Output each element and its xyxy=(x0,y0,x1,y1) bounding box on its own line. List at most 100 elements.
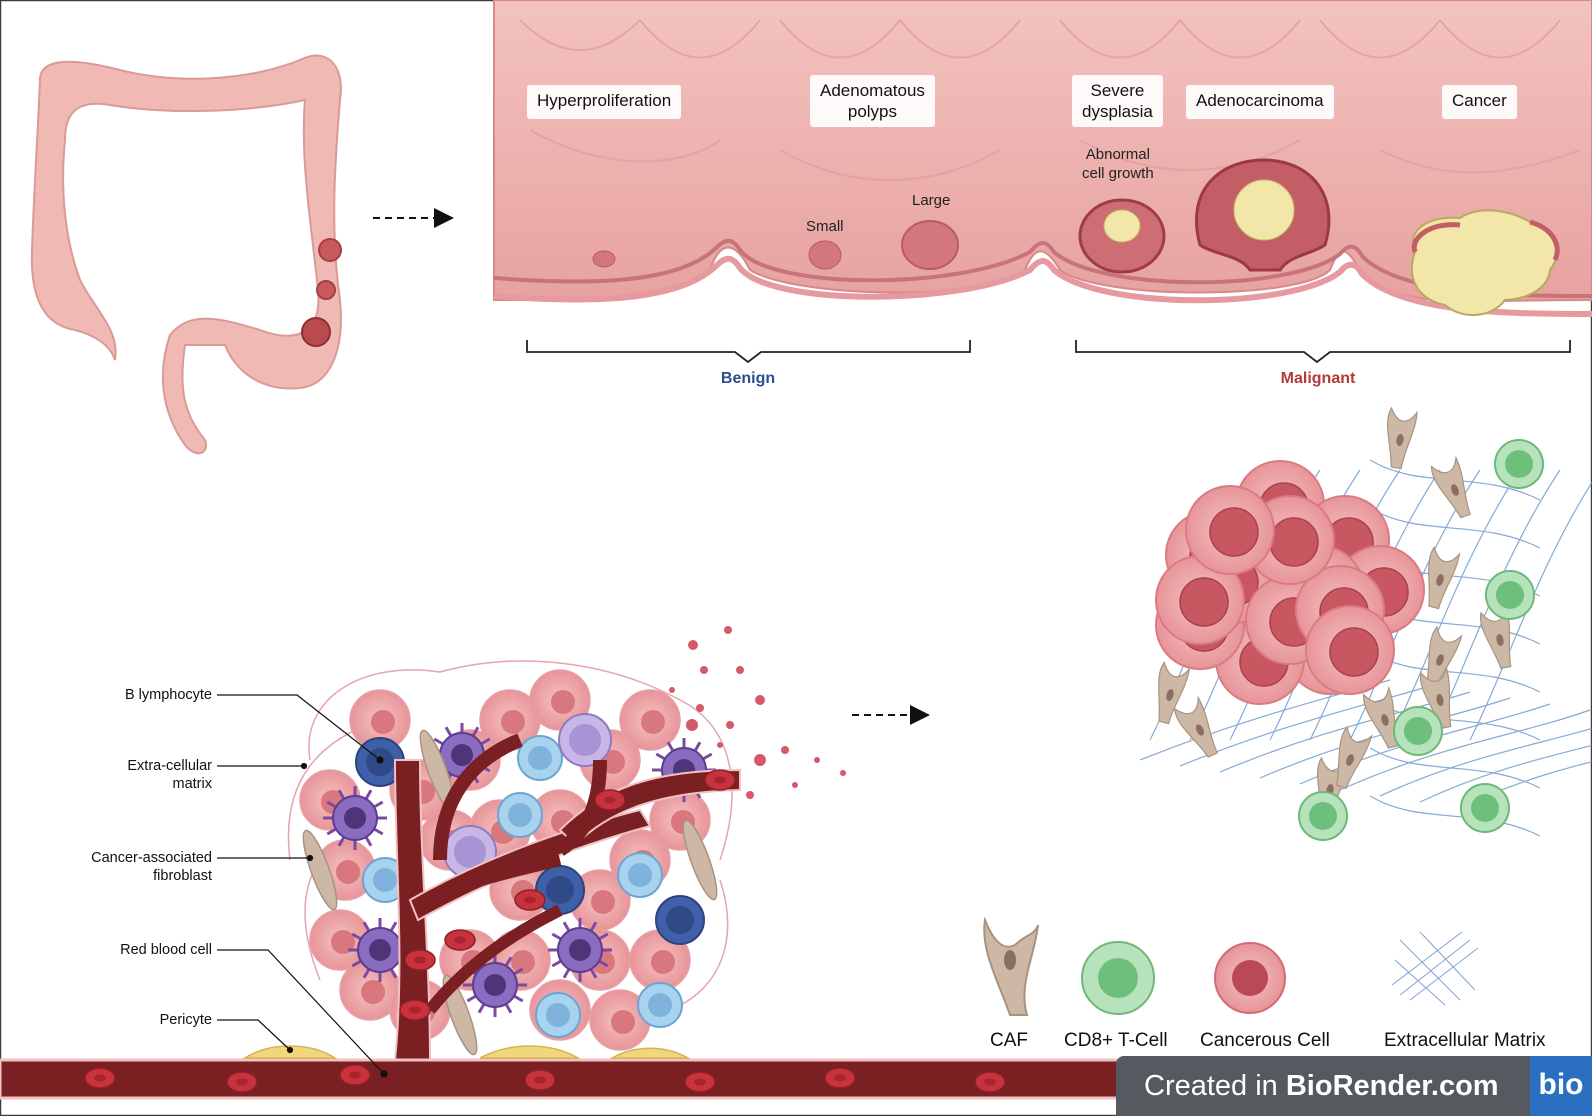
secreted-particle xyxy=(726,721,734,729)
note-line: Abnormal xyxy=(1085,146,1150,163)
stage-text: dysplasia xyxy=(1082,102,1153,121)
caf-nucleus xyxy=(1436,574,1444,586)
benign-bracket xyxy=(526,340,971,364)
caf-nucleus xyxy=(1166,689,1174,701)
red-blood-cell-center xyxy=(94,1074,106,1082)
caf xyxy=(1419,666,1452,729)
secreted-particle xyxy=(754,754,766,766)
t-lymphocyte-nucleus xyxy=(508,803,532,827)
tumor-cell-nucleus xyxy=(1179,577,1229,627)
caf xyxy=(1479,606,1512,669)
secreted-particle xyxy=(755,695,765,705)
ecm-fiber xyxy=(1389,469,1521,741)
cancer-cell-nucleus xyxy=(336,860,360,884)
stage-text: polyps xyxy=(847,102,898,121)
polyp-size-large: Large xyxy=(912,192,951,209)
red-blood-cell-center xyxy=(984,1078,996,1086)
cancer-cell-nucleus xyxy=(511,950,535,974)
malignant-label: Malignant xyxy=(1280,370,1356,387)
watermark-brand: BioRender.com xyxy=(1285,1070,1499,1102)
stage-label-cancer: Cancer xyxy=(1442,85,1517,119)
ecm-fiber xyxy=(1379,727,1592,797)
callout-b-lymphocyte: B lymphocyte xyxy=(125,686,212,704)
tumor-cell-nucleus xyxy=(1329,627,1379,677)
callout-pericyte: Pericyte xyxy=(160,1011,212,1029)
callout-lines xyxy=(217,694,388,1078)
pericyte xyxy=(242,1045,691,1059)
note-line: cell growth xyxy=(1082,165,1154,182)
cancer-cell-nucleus xyxy=(611,1010,635,1034)
caf xyxy=(1335,725,1373,790)
red-blood-cell-center xyxy=(409,1006,421,1014)
legend-label-cancerous-cell: Cancerous Cell xyxy=(1200,1030,1330,1051)
plasma-cell-nucleus xyxy=(454,836,486,868)
secreted-particle xyxy=(840,770,846,776)
secreted-particle xyxy=(686,719,698,731)
cd8-t-cell-nucleus xyxy=(1404,717,1432,745)
polyp-size-small: Small xyxy=(806,218,844,235)
caf-nucleus xyxy=(1381,714,1389,726)
red-blood-cell-center xyxy=(714,776,726,784)
cancer-cell-nucleus xyxy=(371,710,395,734)
callout-text: Red blood cell xyxy=(120,942,212,958)
stage-label-adenomatous-polyps: Adenomatous polyps xyxy=(810,75,935,127)
cancer-cell-nucleus xyxy=(591,890,615,914)
caf-nucleus xyxy=(1436,694,1444,706)
stage-text: Hyperproliferation xyxy=(537,91,672,110)
mucosa-strip xyxy=(493,0,1592,317)
red-blood-cell-center xyxy=(534,1076,546,1084)
ecm-legend-icon xyxy=(1391,931,1479,1006)
benign-label: Benign xyxy=(720,370,776,387)
caf-body xyxy=(1430,455,1471,519)
caf-nucleus xyxy=(1451,484,1459,496)
dendritic-cell xyxy=(463,953,527,1017)
stage-text: Severe xyxy=(1090,81,1145,100)
cancer-cell-nucleus xyxy=(551,690,575,714)
red-blood-cell-center xyxy=(834,1074,846,1082)
cancer-mass xyxy=(1410,209,1560,317)
t-lymphocyte-nucleus xyxy=(373,868,397,892)
dendritic-cell-nucleus xyxy=(569,939,591,961)
secreted-particle xyxy=(792,782,798,788)
callout-text: Cancer-associated xyxy=(91,850,212,866)
t-lymphocyte-nucleus xyxy=(648,993,672,1017)
caf-body xyxy=(1428,546,1461,610)
stage-label-adenocarcinoma: Adenocarcinoma xyxy=(1186,85,1334,119)
callout-extracellular-matrix: Extra-cellular matrix xyxy=(127,757,212,793)
callout-cancer-associated-fibroblast: Cancer-associated fibroblast xyxy=(91,849,212,885)
cancer-associated-fibroblast xyxy=(682,819,718,901)
legend-label-caf: CAF xyxy=(990,1030,1028,1051)
t-lymphocyte-nucleus xyxy=(546,1003,570,1027)
callout-text: matrix xyxy=(172,776,212,792)
b-lymphocyte-nucleus xyxy=(546,876,574,904)
b-lymphocyte-nucleus xyxy=(666,906,694,934)
cancer-cell-nucleus xyxy=(651,950,675,974)
watermark-prefix: Created in xyxy=(1144,1070,1286,1102)
secreted-particle xyxy=(717,742,723,748)
caf-body xyxy=(1158,661,1191,725)
adenocarcinoma-growth xyxy=(1194,158,1331,272)
cancer-cell-nucleus xyxy=(361,980,385,1004)
dendritic-cell-nucleus xyxy=(344,807,366,829)
caf-nucleus xyxy=(1496,634,1504,646)
plasma-cell-nucleus xyxy=(569,724,601,756)
cancer-cell-nucleus xyxy=(601,750,625,774)
secreted-particle xyxy=(746,791,754,799)
abnormal-cell-growth-note: Abnormal cell growth xyxy=(1082,145,1154,183)
colon-illustration xyxy=(30,54,342,455)
red-blood-cell-center xyxy=(604,796,616,804)
dendritic-cell-nucleus xyxy=(451,744,473,766)
dendritic-cell xyxy=(548,918,612,982)
biorender-watermark: Created in BioRender.com bio xyxy=(1116,1056,1592,1116)
legend-icons xyxy=(983,916,1479,1016)
cd8-t-cell-nucleus xyxy=(1496,581,1524,609)
caf-body xyxy=(1335,725,1373,790)
dysplasia-growth xyxy=(1078,198,1166,274)
dendritic-cell xyxy=(348,918,412,982)
ecm-fiber xyxy=(1369,795,1541,837)
legend-label-extracellular-matrix: Extracellular Matrix xyxy=(1384,1030,1546,1051)
ecm-fiber xyxy=(1369,747,1541,789)
biorender-logo: bio xyxy=(1530,1056,1592,1116)
